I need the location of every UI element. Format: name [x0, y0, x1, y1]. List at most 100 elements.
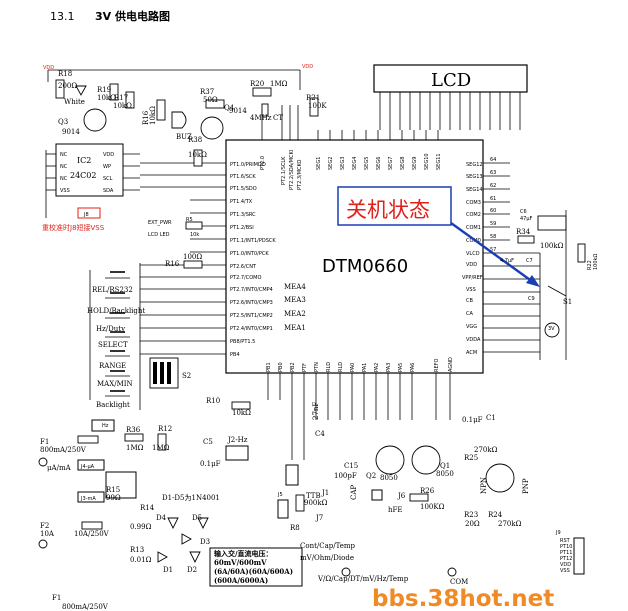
r5-value: 10k — [190, 232, 199, 238]
meas-label-2: MEA2 — [284, 310, 306, 318]
vdd-label: VDD — [43, 65, 54, 71]
ic-bottom-pin: PA1 — [362, 363, 368, 372]
page-title: 3V 供电电路图 — [95, 9, 170, 23]
q2-label: Q2 — [366, 472, 376, 480]
c15-value: 100pF — [334, 472, 357, 480]
button-bank: REL/RS232 HOLD/Backlight Hz/Duty SELECT … — [87, 263, 145, 410]
j9-connector: J9 RST PT10 PT11 PT12 VDD VSS — [555, 530, 585, 575]
ic-top-pin: SEG9 — [412, 157, 418, 170]
jack-com[interactable] — [447, 567, 457, 577]
hfe-socket-icon[interactable] — [485, 463, 515, 493]
ic-left-pin: PT1.2/BSI — [230, 225, 254, 231]
ic-top-pin: SEG6 — [376, 157, 382, 170]
transistor-q2-icon — [375, 445, 405, 475]
diodes-note: D1-D5为1N4001 — [162, 493, 220, 502]
ic-top-pin: SEG1 — [316, 157, 322, 170]
r8-label: R8 — [290, 524, 300, 532]
j3-label: J3-mA — [80, 496, 96, 502]
jack-vohm[interactable] — [341, 567, 351, 577]
r8-value: 900kΩ — [304, 499, 328, 507]
ic-left-pin: PB4 — [230, 352, 240, 358]
section-number: 13.1 — [50, 10, 75, 23]
ic-left-pin: PT2.6/INT0/CMP3 — [230, 300, 273, 306]
ic-bottom-pin: PA2 — [374, 363, 380, 372]
diode-label: D2 — [187, 566, 197, 574]
fuse-f2-label: F2 — [40, 522, 49, 530]
button-maxmin[interactable]: MAX/MIN — [97, 370, 133, 388]
r13-label: R13 — [130, 546, 144, 554]
lcd-module: LCD — [373, 64, 528, 130]
ic-left-pin: PT1.0/INT0/PCK — [230, 251, 269, 257]
button-label: Backlight — [96, 401, 130, 409]
jack-label: μA/mA — [47, 464, 72, 472]
pin-number: 62 — [490, 183, 496, 189]
voltage-line: (6A/60A)(60A/600A) — [214, 567, 293, 576]
fuse-f1-label: F1 — [40, 438, 49, 446]
button-select[interactable]: SELECT — [98, 331, 130, 349]
ic-right-pin: SEG12 — [466, 162, 483, 168]
ic2-eeprom: IC2 24C02 NC NC NC VSS VDD WP SCL SDA — [45, 143, 140, 218]
hfe-label: hFE — [388, 506, 402, 514]
q1-value: 8050 — [436, 470, 454, 478]
diode-label: D3 — [200, 538, 210, 546]
lcd-led-label: LCD LED — [148, 232, 170, 238]
ic-left-pin: PT1.4/TX — [230, 199, 253, 205]
ic-right-pin: COM1 — [466, 225, 481, 231]
r13-value: 0.01Ω — [130, 556, 152, 564]
ic-top-pin: SEG3 — [340, 157, 346, 170]
c9-label: C9 — [528, 296, 535, 302]
r22-label: R22 — [587, 260, 593, 270]
diode-label: D5 — [192, 514, 202, 522]
power-off-annotation: 关机状态 — [337, 186, 540, 287]
diode-bridge: D4 D5 D3 D1 D2 — [156, 514, 210, 574]
jack-ua-ma[interactable] — [38, 457, 48, 467]
ic-bottom-pin: PA0 — [350, 363, 356, 372]
jack-10a[interactable] — [38, 539, 48, 549]
r14-value: 0.99Ω — [130, 523, 152, 531]
q2-value: 8050 — [380, 474, 398, 482]
ic-left-pin: PT2.6/CNT — [230, 264, 257, 270]
r15-label: R15 — [106, 486, 120, 494]
s1-switch[interactable] — [547, 285, 567, 297]
npn-label: NPN — [480, 477, 488, 494]
button-backlight[interactable]: Backlight — [96, 390, 130, 409]
c6-value: 47μF — [520, 216, 533, 222]
ic-right-pin: CB — [466, 298, 473, 304]
button-label: RANGE — [99, 362, 126, 370]
ic-top-pin: PT2.0 — [260, 156, 266, 170]
buzzer-icon — [171, 111, 187, 129]
ic-bottom-pin: PA3 — [386, 363, 392, 372]
fuse-icon — [81, 521, 103, 530]
j8-label: J8 — [83, 212, 89, 218]
fuse-f1b-value: 800mA/250V — [62, 603, 109, 611]
r22-value: 100kΩ — [593, 254, 599, 270]
ic2-pin: VDD — [103, 152, 114, 158]
crystal-icon — [261, 103, 269, 117]
chip-name: DTM0660 — [322, 256, 408, 277]
button-rel[interactable]: REL/RS232 — [92, 271, 133, 294]
voltage-line: 输入交/直流电压： — [214, 549, 273, 558]
ic2-pin: NC — [60, 176, 68, 182]
ic-bottom-pin: AGND — [448, 357, 454, 372]
ic-top-pin: PT2.1/SCLK — [281, 156, 287, 185]
fuse-f2-value: 10A/250V — [74, 530, 110, 538]
connector-pin: PT12 — [560, 556, 572, 562]
ic-left-pin: PT1.0/PRIMDO — [230, 162, 266, 168]
r14-label: R14 — [140, 504, 155, 512]
ic-left-pin: PT2.5/INT1/CMP2 — [230, 313, 273, 319]
ic-left-pin: PT1.3/SRC — [230, 212, 256, 218]
r18-value: 200Ω — [58, 82, 77, 90]
button-hz[interactable]: Hz/Duty — [96, 312, 130, 333]
button-range[interactable]: RANGE — [99, 350, 130, 370]
fuse-f1-value: 800mA/250V — [40, 446, 87, 454]
hz-label: Hz — [102, 423, 109, 429]
jack-label: mV/Ohm/Diode — [300, 554, 354, 562]
ic-right-pin: SEG13 — [466, 174, 483, 180]
button-hold[interactable]: HOLD/Backlight — [87, 292, 145, 315]
ic-left-pin: PT2.4/INT0/CMP1 — [230, 326, 273, 332]
r18-label: R18 — [58, 70, 72, 78]
button-label: REL/RS232 — [92, 286, 133, 294]
ic-top-pin: SEG10 — [424, 153, 430, 170]
s2-dip-switch[interactable]: S2 — [149, 357, 191, 389]
ic-right-pin: ACM — [466, 350, 477, 356]
